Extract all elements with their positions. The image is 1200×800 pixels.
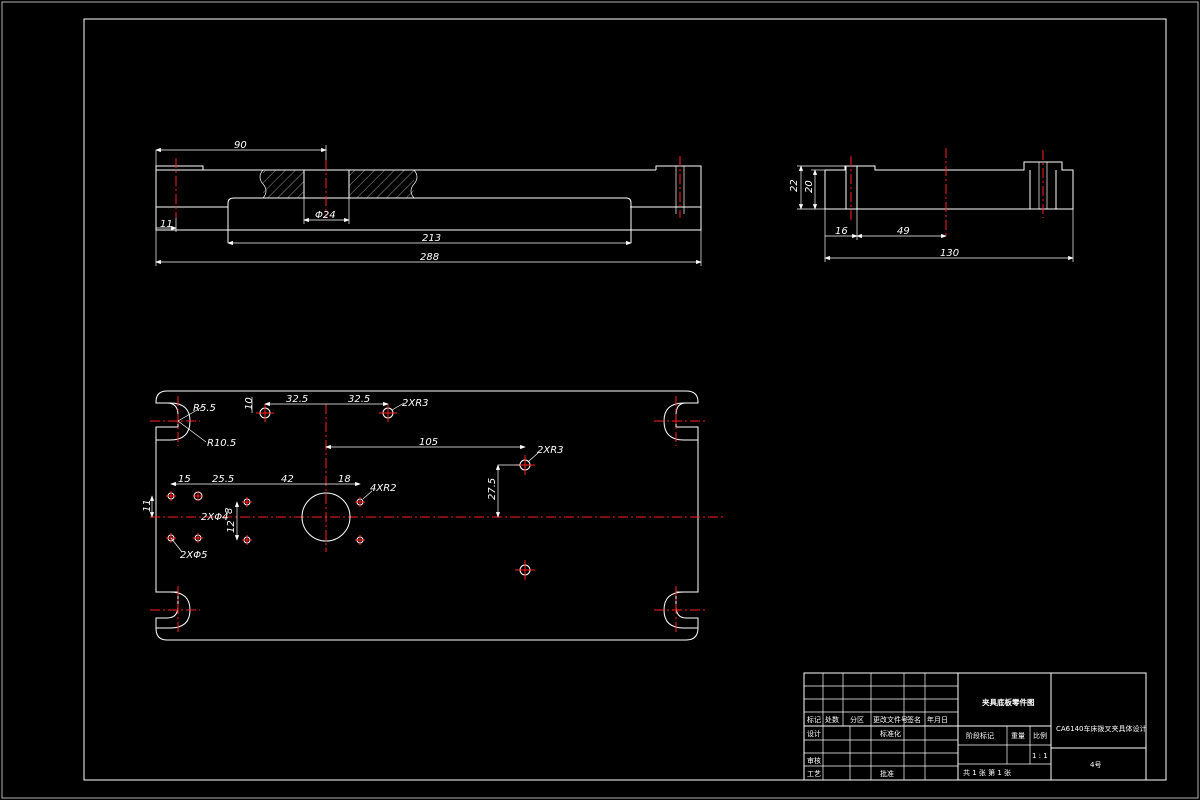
dim-16: 16 [835, 226, 848, 237]
dim-18: 18 [338, 474, 351, 485]
dim-2xr3-top: 2XR3 [402, 398, 429, 409]
dim-r5-5: R5.5 [193, 403, 216, 414]
tb-mark: 标记 [807, 715, 821, 724]
dim-49: 49 [897, 226, 910, 237]
plan-view: R5.5 R10.5 32.5 32.5 10 2XR3 105 2XR3 27… [142, 390, 726, 641]
tb-sign: 签名 [907, 715, 921, 724]
tb-standard: 标准化 [880, 729, 901, 738]
dim-27-5: 27.5 [487, 478, 498, 500]
dim-2xr3-right: 2XR3 [537, 445, 564, 456]
tb-scale: 比例 [1033, 731, 1047, 740]
tb-stage-mark: 阶段标记 [966, 731, 994, 740]
tb-review: 审核 [807, 756, 821, 765]
tb-doc: 更改文件号 [873, 715, 908, 724]
hole-top-left [256, 404, 274, 422]
dim-32-5-right: 32.5 [348, 394, 370, 405]
dim-2xphi4: 2XΦ4 [201, 512, 228, 523]
tb-date: 年月日 [927, 715, 948, 724]
inner-frame [83, 18, 1167, 781]
front-view: 90 11 Φ24 213 288 [155, 140, 702, 266]
title-block: 标记 处数 分区 更改文件号 签名 年月日 设计 标准化 审核 工艺 批准 夹具… [803, 672, 1147, 781]
tb-scale-value: 1 : 1 [1032, 752, 1048, 760]
tb-drawing-name: 夹具底板零件图 [982, 697, 1035, 707]
tb-process: 工艺 [807, 770, 821, 778]
dim-11-plan: 11 [142, 499, 153, 512]
tb-design: 设计 [807, 729, 821, 738]
dim-phi24: Φ24 [315, 210, 336, 221]
dim-12: 12 [226, 520, 237, 533]
dim-90: 90 [234, 140, 247, 151]
tb-count: 处数 [825, 715, 839, 724]
small-holes-r2 [166, 491, 365, 545]
dim-4xr2: 4XR2 [370, 483, 397, 494]
tb-sheets: 共 1 张 第 1 张 [963, 768, 1011, 777]
tb-zone: 分区 [850, 715, 864, 724]
hole-top-right [379, 404, 397, 422]
dim-22: 22 [789, 179, 800, 192]
dim-11: 11 [160, 219, 173, 230]
dim-288: 288 [420, 252, 439, 263]
tb-sheet-no: 4号 [1090, 761, 1101, 769]
dim-42: 42 [281, 474, 294, 485]
dim-10: 10 [244, 397, 255, 410]
dim-105: 105 [419, 437, 438, 448]
dim-130: 130 [940, 248, 959, 259]
dim-213: 213 [422, 233, 441, 244]
tb-project: CA6140车床拨叉夹具体设计 [1056, 724, 1147, 733]
hole-right-lower [515, 560, 535, 580]
dim-2xphi5: 2XΦ5 [180, 550, 207, 561]
dim-20: 20 [804, 180, 815, 193]
dim-15: 15 [178, 474, 191, 485]
tb-approve: 批准 [880, 769, 894, 778]
tb-weight: 重量 [1011, 732, 1025, 740]
dim-32-5-left: 32.5 [286, 394, 308, 405]
dim-25-5: 25.5 [212, 474, 234, 485]
dim-r10-5: R10.5 [207, 438, 236, 449]
side-view: 22 20 16 49 130 [789, 148, 1074, 262]
dim-8: 8 [224, 508, 235, 514]
